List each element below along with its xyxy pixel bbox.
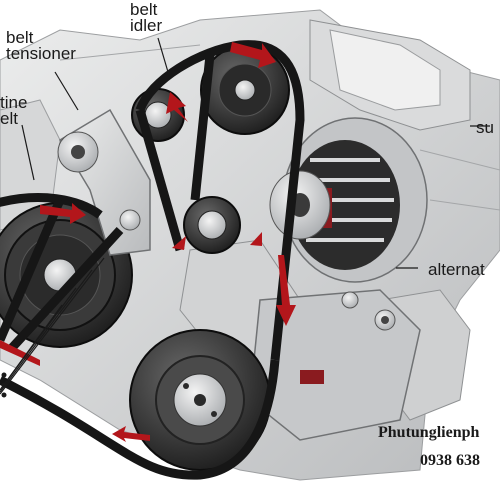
belt-direction-arrows	[0, 42, 296, 442]
callout-leaders	[0, 37, 490, 395]
serpentine-belt-label: tine elt	[0, 93, 28, 128]
ac-compressor	[129, 289, 421, 471]
supercharger-label: su	[476, 118, 494, 137]
belt-tensioner-label: belt tensioner	[6, 28, 76, 63]
watermark-site: Phutunglienph	[378, 424, 480, 441]
callout-dots	[1, 372, 7, 398]
watermark-phone: 0938 638	[420, 452, 480, 469]
alternator-label: alternat	[428, 260, 485, 279]
belt-idler-label: belt idler	[130, 0, 163, 35]
supercharger-pulley	[200, 45, 290, 135]
belt-tensioner	[57, 108, 151, 256]
crankshaft-pulley	[0, 202, 133, 348]
